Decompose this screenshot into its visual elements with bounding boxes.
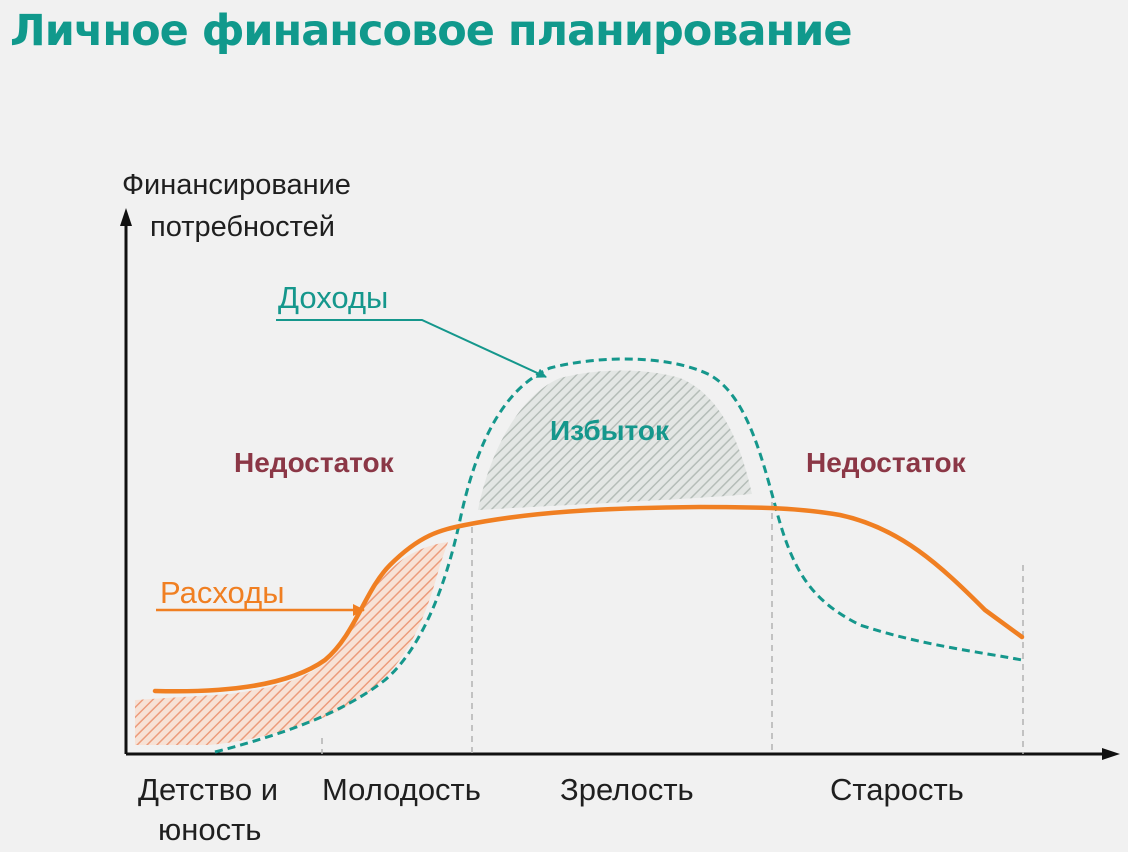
surplus-label: Избыток — [550, 415, 670, 446]
expenses-label: Расходы — [160, 575, 284, 610]
y-axis-label-line2: потребностей — [150, 211, 335, 243]
deficit-left-label: Недостаток — [234, 447, 395, 478]
phase-youth: Молодость — [322, 772, 481, 807]
phase-old-age: Старость — [830, 772, 964, 807]
phase-boundaries — [321, 502, 1024, 754]
phase-childhood-line1: Детство и — [138, 772, 278, 807]
income-curve — [214, 357, 1023, 754]
phase-childhood-line2: юность — [158, 812, 261, 847]
expenses-curve — [152, 504, 1025, 694]
y-axis-arrowhead — [120, 208, 132, 226]
deficit-right-label: Недостаток — [806, 447, 967, 478]
income-label: Доходы — [278, 280, 388, 315]
slide-title: Личное финансовое планирование — [10, 6, 853, 56]
y-axis-label-line1: Финансирование — [122, 169, 351, 201]
income-pointer-arrow — [276, 319, 547, 378]
deficit-area-youth — [135, 542, 448, 745]
phase-maturity: Зрелость — [560, 772, 694, 807]
surplus-area — [478, 370, 752, 510]
x-axis-arrowhead — [1102, 748, 1120, 760]
